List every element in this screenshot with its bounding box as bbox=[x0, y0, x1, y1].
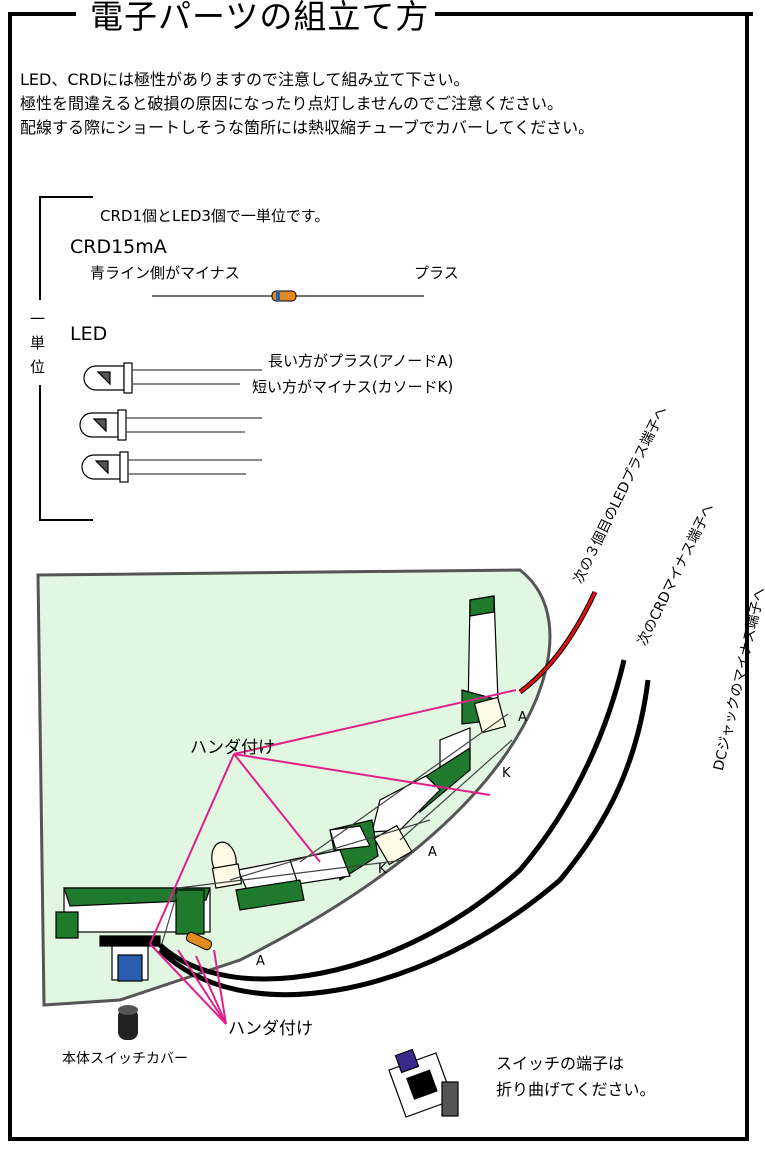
lead-wires bbox=[159, 713, 513, 951]
switch-note-line: スイッチの端子は bbox=[496, 1054, 625, 1073]
pin-label-a: A bbox=[428, 845, 437, 860]
unit-bracket bbox=[39, 196, 93, 521]
solder-pointers bbox=[149, 689, 517, 1025]
led-component bbox=[81, 451, 262, 483]
switch-note-line: 折り曲げてください。 bbox=[496, 1080, 656, 1099]
led-component bbox=[79, 409, 262, 441]
wire-black bbox=[158, 659, 627, 982]
wire-black bbox=[158, 679, 651, 998]
crd-minus-label: 青ライン側がマイナス bbox=[90, 264, 240, 282]
switch-cover-icon bbox=[118, 1005, 138, 1040]
crd-on-board bbox=[185, 931, 213, 951]
switch-cover-label: 本体スイッチカバー bbox=[62, 1051, 188, 1067]
diagram-frame bbox=[8, 16, 749, 1141]
led-on-board bbox=[373, 824, 413, 866]
led-component bbox=[83, 362, 262, 394]
unit-side-1: 一 bbox=[30, 310, 46, 328]
led-on-board bbox=[473, 696, 507, 734]
unit-side-2: 単 bbox=[30, 334, 46, 352]
pin-label-a: A bbox=[518, 710, 527, 725]
caution-notes: LED、CRDには極性がありますので注意して組み立て下さい。 極性を間違えると破… bbox=[20, 68, 594, 140]
unit-side-3: 位 bbox=[30, 358, 46, 376]
pin-label-a: A bbox=[256, 954, 265, 969]
frame-top-left bbox=[8, 12, 76, 16]
led-long-label: 長い方がプラス(アノードA) bbox=[268, 352, 454, 370]
crd-diode bbox=[152, 290, 424, 302]
note-line: 極性を間違えると破損の原因になったり点灯しませんのでご注意ください。 bbox=[20, 94, 564, 113]
pin-label-k: K bbox=[378, 862, 387, 877]
led-label: LED bbox=[70, 323, 108, 345]
note-line: 配線する際にショートしそうな箇所には熱収縮チューブでカバーしてください。 bbox=[20, 118, 595, 137]
note-line: LED、CRDには極性がありますので注意して組み立て下さい。 bbox=[20, 70, 470, 89]
unit-caption: CRD1個とLED3個で一単位です。 bbox=[100, 207, 330, 225]
solder-label-top: ハンダ付け bbox=[190, 738, 275, 758]
switch-detail-icon bbox=[388, 1048, 459, 1118]
solder-label-bottom: ハンダ付け bbox=[228, 1019, 313, 1039]
page-title: 電子パーツの組立て方 bbox=[84, 0, 436, 38]
led-on-board bbox=[211, 841, 243, 889]
led-short-label: 短い方がマイナス(カソードK) bbox=[252, 378, 454, 396]
crd-label: CRD15mA bbox=[70, 236, 167, 258]
crd-plus-label: プラス bbox=[414, 264, 459, 282]
wire-red bbox=[519, 591, 597, 694]
pin-label-k: K bbox=[502, 766, 511, 781]
frame-top-right bbox=[423, 12, 753, 16]
